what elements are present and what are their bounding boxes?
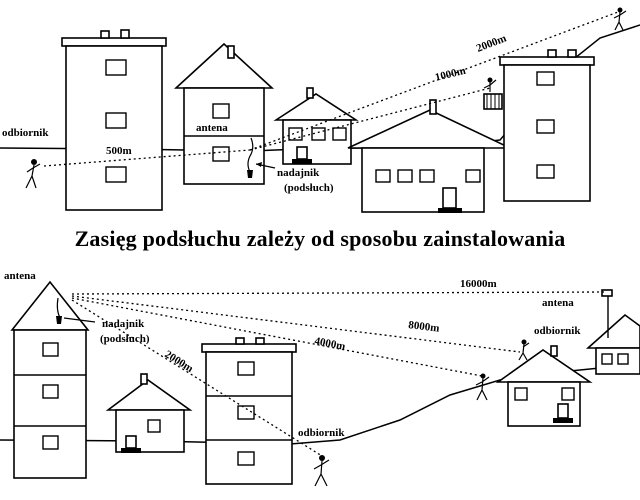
bottom-tower-roof [10,280,90,331]
bottom-scene: antena nadajnik (podsłuch) odbiornik ant… [0,270,640,487]
bottom-receiver-right-label: odbiornik [534,325,581,337]
bottom-range-c-label: 8000m [408,319,440,335]
top-receiver-label: odbiornik [2,127,49,139]
bottom-small-house [105,373,193,453]
top-antenna-label: antena [196,122,228,134]
bottom-person-low [313,455,330,487]
top-range-mid-label: 1000m [434,65,467,84]
bottom-tower-transmitter [10,280,96,479]
top-person-left [25,159,41,189]
bottom-transmitter-label-line2: (podsłuch) [100,333,150,345]
bottom-range-ray-a [71,299,323,457]
top-block-roof-slab [61,37,167,47]
top-house-transmitter [173,42,276,185]
top-antenna-wire [247,137,254,173]
bottom-range-b-label: 4000m [313,335,346,353]
bottom-far-house [585,289,640,375]
top-small-house [273,87,359,165]
bottom-mid-block [201,337,297,485]
bottom-person-right [518,339,530,361]
diagram-title: Zasięg podsłuchu zależy od sposobu zains… [74,226,566,251]
bottom-range-ray-c [71,295,521,353]
bottom-transmitter-device [56,316,62,324]
top-large-house [347,99,511,213]
bottom-antenna-left-label: antena [4,270,36,282]
top-range-long-label: 2000m [475,32,508,54]
top-person-hill [613,7,627,31]
top-scene: odbiornik antena nadajnik (podsłuch) 500… [0,7,640,213]
bottom-receiver-low-label: odbiornik [298,427,345,439]
top-transmitter-label-line1: nadajnik [277,167,320,179]
top-transmitter-label-line2: (podsłuch) [284,182,334,194]
top-range-ray-long [249,11,619,151]
bottom-range-ray-d [71,291,607,295]
top-right-block [483,49,595,202]
bottom-range-d-label: 16000m [460,278,497,290]
bottom-hill-house [495,345,593,427]
top-house-roof [173,42,275,89]
bottom-transmitter-label-line1: nadajnik [102,318,145,330]
top-range-short-label: 500m [106,145,132,157]
bottom-antenna-right-label: antena [542,297,574,309]
top-person-balcony [483,77,497,92]
top-range-ray-mid [249,87,491,151]
top-apartment-block [61,29,167,211]
top-transmitter-device [247,170,253,178]
bottom-range-a-label: 2000m [162,348,195,375]
bottom-person-hill [475,373,490,401]
